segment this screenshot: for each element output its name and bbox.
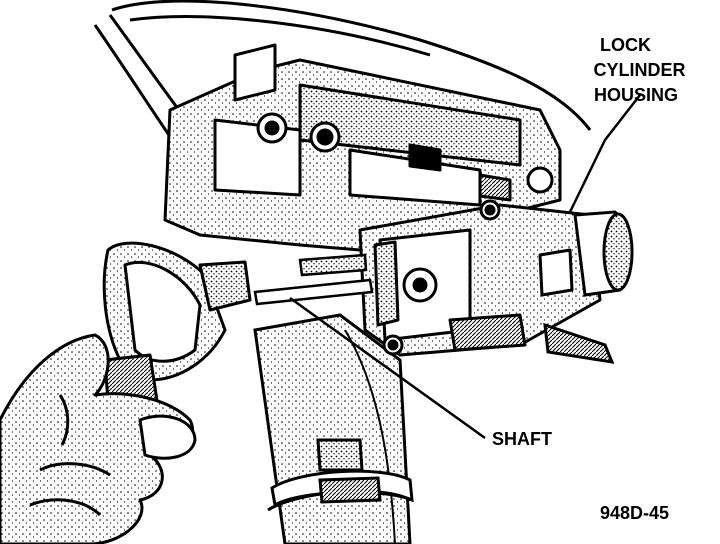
lock-cylinder-housing-label: LOCK CYLINDER HOUSING — [593, 35, 690, 105]
tilt-lever — [543, 322, 615, 364]
label-line-cylinder: CYLINDER — [593, 60, 685, 80]
shaft-label: SHAFT — [492, 429, 552, 449]
leader-lines — [289, 94, 641, 440]
hand-illustration — [0, 333, 197, 544]
label-line-lock: LOCK — [600, 35, 651, 55]
lock-cylinder-barrel — [573, 210, 634, 297]
lock-cylinder-housing-leader — [568, 94, 641, 213]
figure-id: 948D-45 — [600, 503, 669, 523]
shaft-leader — [289, 296, 486, 440]
lower-tube-clamp — [267, 438, 414, 512]
lock-cylinder-housing — [358, 199, 602, 357]
shaft — [253, 253, 374, 306]
label-line-housing: HOUSING — [594, 85, 678, 105]
column-bracket — [163, 43, 562, 252]
